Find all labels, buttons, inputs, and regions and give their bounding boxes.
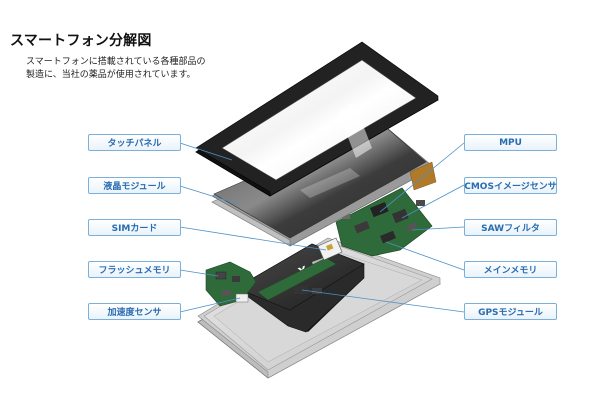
label-cmos-sensor[interactable]: CMOSイメージセンサ xyxy=(464,177,557,194)
description-line-2: 製造に、当社の薬品が使用されています。 xyxy=(26,70,196,80)
leader-flash-memory xyxy=(179,269,219,277)
description-line-1: スマートフォンに搭載されている各種部品の xyxy=(26,57,206,67)
page-title: スマートフォン分解図 xyxy=(10,33,152,49)
description: スマートフォンに搭載されている各種部品の 製造に、当社の薬品が使用されています。 xyxy=(26,56,205,82)
touch-panel xyxy=(195,41,439,197)
label-sim-card[interactable]: SIMカード xyxy=(88,219,181,236)
label-flash-memory[interactable]: フラッシュメモリ xyxy=(88,261,181,278)
leader-accelerometer xyxy=(179,297,241,313)
main-pcb xyxy=(335,187,433,257)
leader-lines xyxy=(179,142,465,313)
leader-saw-filter xyxy=(411,226,465,231)
leader-mpu xyxy=(379,142,465,213)
label-main-memory[interactable]: メインメモリ xyxy=(464,261,557,278)
label-gps-module[interactable]: GPSモジュール xyxy=(464,303,557,320)
label-saw-filter[interactable]: SAWフィルタ xyxy=(464,219,557,236)
leader-cmos-sensor xyxy=(401,184,465,219)
leader-lcd-module xyxy=(179,185,239,205)
label-accelerometer[interactable]: 加速度センサ xyxy=(88,303,181,320)
leader-main-memory xyxy=(385,241,465,271)
lower-pcb xyxy=(205,257,337,307)
leader-sim-card xyxy=(179,226,327,251)
leader-touch-panel xyxy=(179,142,233,161)
label-mpu[interactable]: MPU xyxy=(464,134,557,151)
lcd-module xyxy=(211,121,437,247)
label-lcd-module[interactable]: 液晶モジュール xyxy=(88,177,181,194)
sim-card xyxy=(317,237,343,261)
label-touch-panel[interactable]: タッチパネル xyxy=(88,134,181,151)
leader-gps-module xyxy=(301,289,465,313)
